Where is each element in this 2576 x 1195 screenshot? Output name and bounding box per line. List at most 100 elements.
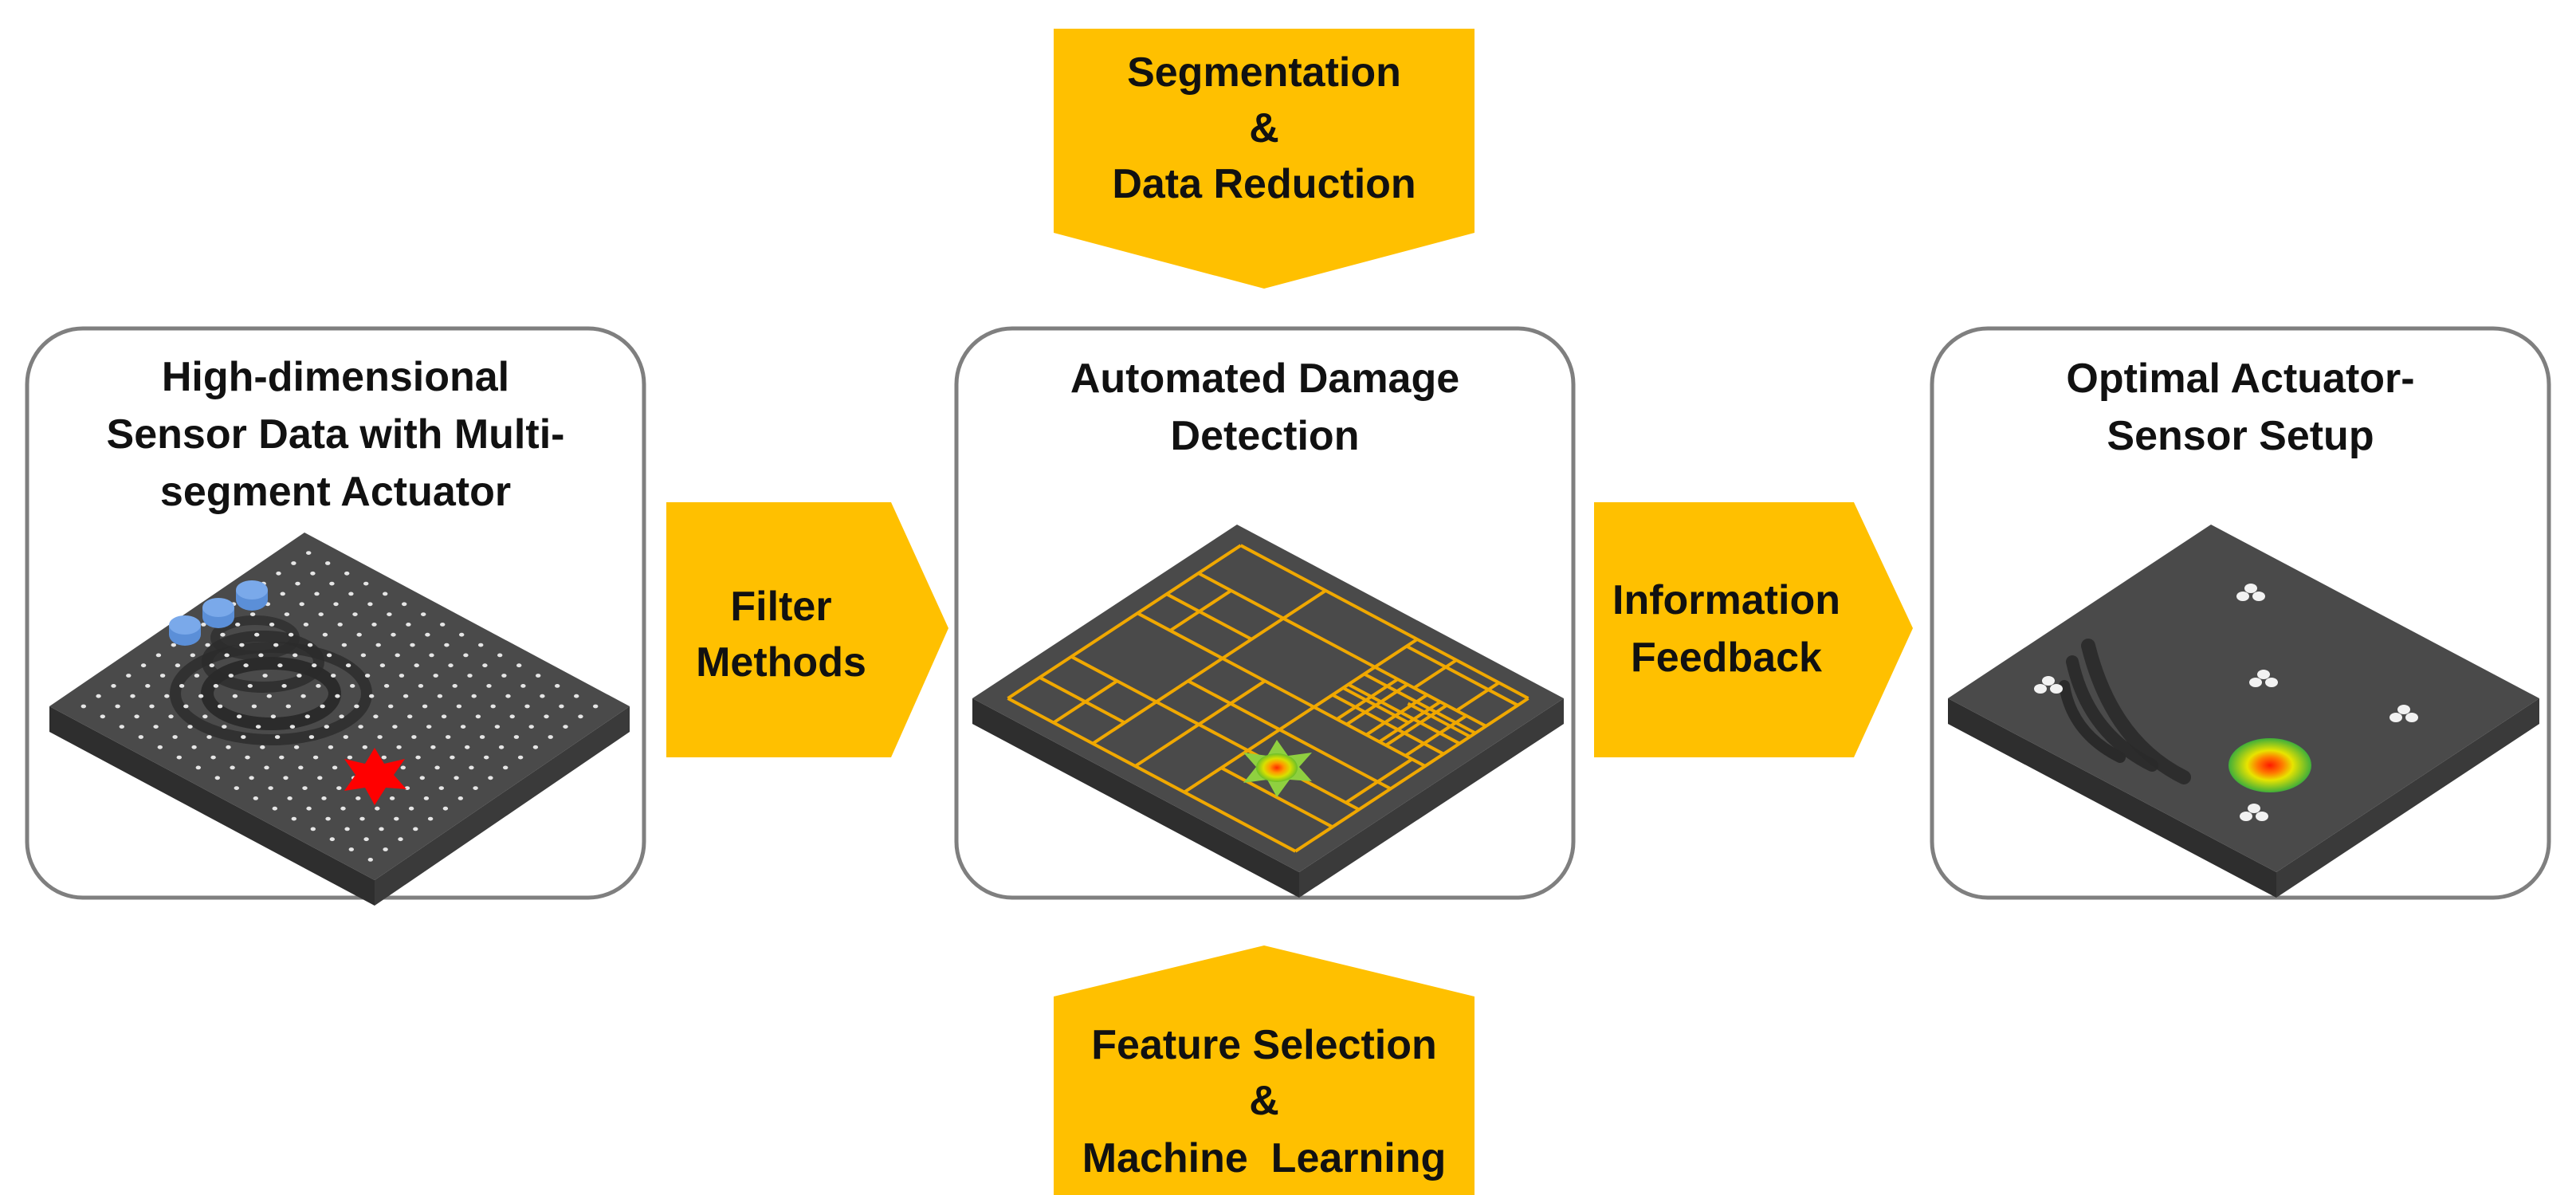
sensor-dot [312, 663, 317, 668]
sensor-dot [517, 755, 524, 760]
segment-line [1169, 589, 1232, 632]
sensor-dot [459, 632, 465, 637]
sensor-dot [505, 694, 511, 698]
panel-left-title-3: segment Actuator [160, 469, 511, 515]
sensor-dot [213, 684, 219, 688]
feedback-arrow-line-2: Feedback [1631, 635, 1822, 681]
sensor-dot [482, 663, 488, 668]
sensor-dot [363, 837, 369, 842]
sensor-dot [396, 745, 402, 749]
sensor-dot [226, 745, 231, 749]
sensor-dot [389, 796, 395, 800]
sensor-dot [364, 674, 371, 678]
sensor-dot [437, 694, 443, 698]
sensor-cluster-icon [2034, 676, 2063, 694]
sensor-dot [452, 684, 457, 688]
information-feedback-arrow: Information Feedback [1594, 502, 1913, 757]
sensor-dot [119, 725, 124, 729]
sensor-dot [194, 674, 200, 678]
sensor-dot [329, 581, 335, 586]
sensor-dot [2050, 684, 2063, 694]
sensor-dot [563, 725, 568, 729]
sensor-dot [176, 755, 182, 760]
sensor-dot [360, 653, 367, 658]
sensor-dot [490, 704, 496, 709]
sensor-dot [299, 602, 304, 607]
sensor-dot [536, 674, 541, 678]
sensor-dot [484, 755, 489, 760]
sensor-dot [260, 745, 265, 749]
sensor-dot [307, 643, 313, 647]
sensor-dot [228, 674, 234, 678]
sensor-dot [126, 674, 132, 678]
sensor-dot [329, 837, 335, 842]
damage-hotspot-icon [1243, 740, 1312, 797]
feedback-arrow-line-1: Information [1612, 577, 1840, 623]
filter-methods-arrow: Filter Methods [666, 502, 948, 757]
filter-arrow-line-1: Filter [730, 584, 831, 630]
sensor-dot [479, 735, 485, 739]
sensor-dot [509, 714, 515, 719]
sensor-dot [548, 735, 553, 739]
sensor-dot [340, 806, 346, 811]
feature-arrow-line-1: Feature Selection [1091, 1022, 1436, 1068]
sensor-dot-grid [80, 551, 599, 862]
sensor-dot [421, 612, 426, 616]
sensor-dot [339, 714, 344, 719]
sensor-dot [356, 632, 362, 637]
segment-line [1345, 757, 1413, 804]
sensor-dot [392, 725, 398, 729]
sensor-dot [486, 684, 492, 688]
sensor-dot [388, 704, 394, 709]
segment-line [1052, 679, 1118, 725]
sensor-dot [254, 632, 260, 637]
sensor-cluster-icon [2389, 705, 2418, 722]
sensor-dot [375, 806, 380, 811]
sensor-dot [155, 653, 162, 658]
sensor-dot [578, 714, 583, 719]
sensor-dot [2397, 705, 2410, 714]
sensor-dot [230, 765, 235, 770]
sensor-dot [183, 704, 189, 709]
sensor-dot [574, 694, 579, 698]
sensor-dot [310, 571, 316, 576]
sensor-dot [419, 776, 425, 780]
segment-line [1413, 658, 1458, 690]
sensor-dot [249, 612, 256, 616]
panel-optimal-setup: Optimal Actuator- Sensor Setup [1930, 326, 2551, 900]
sensor-dot [243, 663, 249, 668]
sensor-dot [175, 663, 181, 668]
sensor-dot [274, 735, 281, 739]
sensor-dot [355, 796, 361, 800]
sensor-dot [444, 643, 450, 647]
sensor-dot [80, 704, 87, 709]
panel-center-title-1: Automated Damage [1070, 356, 1459, 402]
sensor-dot [358, 725, 363, 729]
segment-line [1198, 679, 1266, 726]
sensor-dot [497, 653, 503, 658]
sensor-dot [414, 663, 419, 668]
sensor-dot [2236, 592, 2249, 601]
sensor-dot [2034, 684, 2047, 694]
sensor-dot [343, 735, 348, 739]
segment-line [1187, 679, 1281, 731]
sensor-dot [202, 714, 208, 719]
sensor-dot [373, 714, 379, 719]
sensor-dot [111, 684, 116, 688]
sensor-dot [284, 612, 290, 616]
sensor-dot [130, 694, 135, 698]
sensor-dot [312, 755, 319, 760]
sensor-dot [236, 714, 242, 719]
sensor-dot [387, 612, 392, 616]
sensor-dot [593, 704, 599, 709]
sensor-dot [206, 735, 212, 739]
sensor-dot [273, 643, 279, 647]
sensor-dot [2252, 592, 2265, 601]
sensor-dot [383, 592, 388, 596]
sensor-dot [399, 674, 405, 678]
sensor-dot [214, 776, 220, 780]
segmentation-grid [1007, 544, 1530, 853]
sensor-dot [347, 755, 353, 760]
wave-pattern-icon [170, 615, 372, 745]
